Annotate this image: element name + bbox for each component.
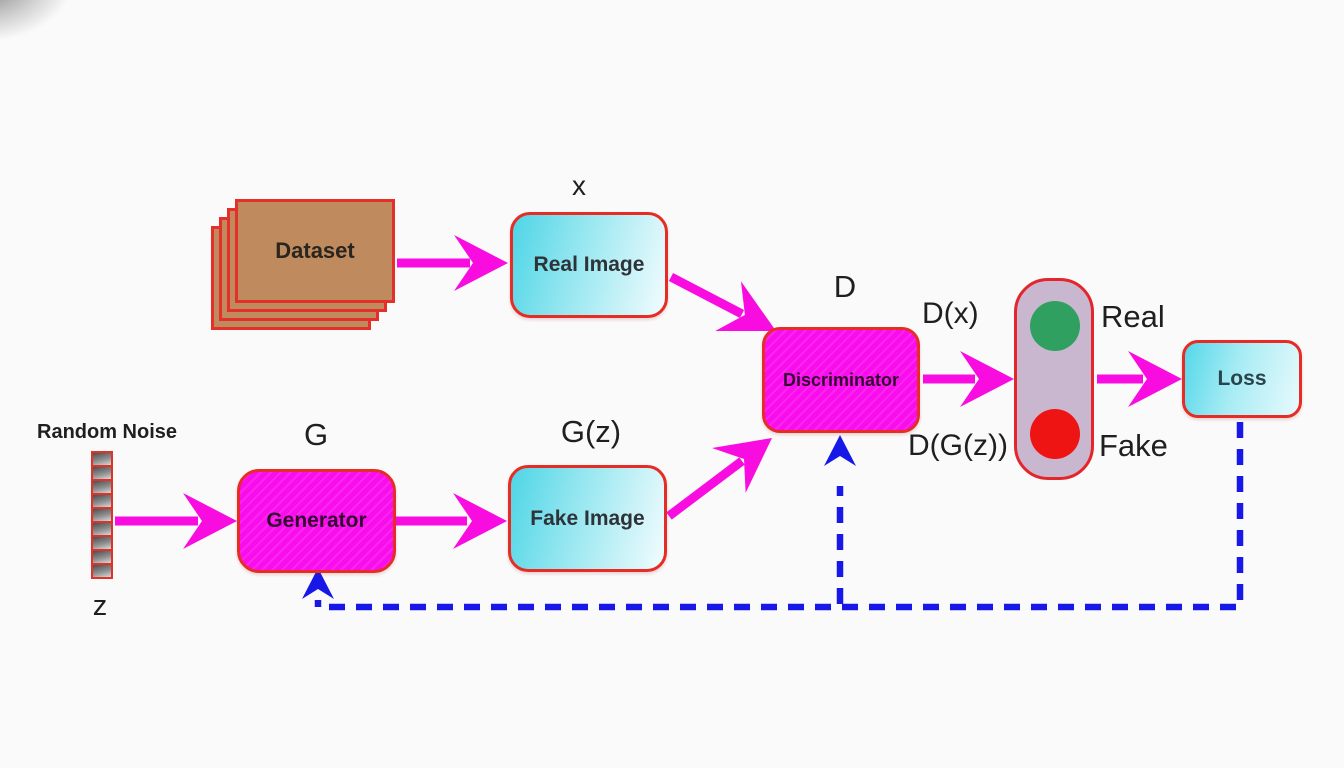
- random-noise-label: Random Noise: [37, 421, 178, 443]
- real-image-node: Real Image: [510, 212, 668, 318]
- fake-indicator-icon: [1030, 409, 1080, 459]
- dataset-label: Dataset: [275, 238, 355, 263]
- real-image-label: Real Image: [533, 253, 645, 276]
- dataset-node: Dataset: [235, 199, 395, 303]
- arrow-indicator-to-loss: [1097, 351, 1182, 407]
- noise-cell: [93, 453, 111, 465]
- g-annotation: G: [303, 417, 329, 452]
- arrow-dataset-to-real-image: [397, 235, 508, 291]
- loss-label: Loss: [1217, 367, 1267, 390]
- noise-cell: [93, 523, 111, 535]
- discriminator-label: Discriminator: [782, 369, 900, 390]
- random-noise-vector: [91, 451, 113, 579]
- arrow-generator-to-fake-image: [396, 493, 507, 549]
- fake-image-label: Fake Image: [530, 506, 645, 530]
- fake-image-node: Fake Image: [508, 465, 667, 572]
- generator-label: Generator: [266, 509, 367, 532]
- fake-output-label: Fake: [1099, 428, 1168, 463]
- d-annotation: D: [833, 269, 857, 304]
- real-output-label: Real: [1101, 299, 1165, 334]
- noise-cell: [93, 565, 111, 577]
- feedback-arrowhead-discriminator: [824, 435, 856, 466]
- discriminator-node: Discriminator: [762, 327, 920, 433]
- prediction-indicator: [1014, 278, 1094, 480]
- x-annotation: x: [572, 170, 586, 201]
- real-indicator-icon: [1030, 301, 1080, 351]
- feedback-arrowhead-generator: [302, 568, 334, 599]
- noise-cell: [93, 509, 111, 521]
- feedback-path-loss-to-generator: [314, 422, 1244, 611]
- loss-node: Loss: [1182, 340, 1302, 418]
- arrow-discriminator-to-indicator: [923, 351, 1014, 407]
- noise-cell: [93, 495, 111, 507]
- z-annotation: z: [92, 590, 108, 622]
- noise-cell: [93, 551, 111, 563]
- dgz-output-label: D(G(z)): [908, 429, 1008, 462]
- gz-annotation: G(z): [560, 414, 622, 449]
- noise-cell: [93, 481, 111, 493]
- generator-node: Generator: [237, 469, 396, 573]
- arrow-fake-image-to-discriminator: [666, 438, 772, 520]
- noise-cell: [93, 537, 111, 549]
- arrow-real-image-to-discriminator: [668, 273, 776, 332]
- dx-output-label: D(x): [922, 297, 979, 330]
- arrow-noise-to-generator: [115, 493, 237, 549]
- noise-cell: [93, 467, 111, 479]
